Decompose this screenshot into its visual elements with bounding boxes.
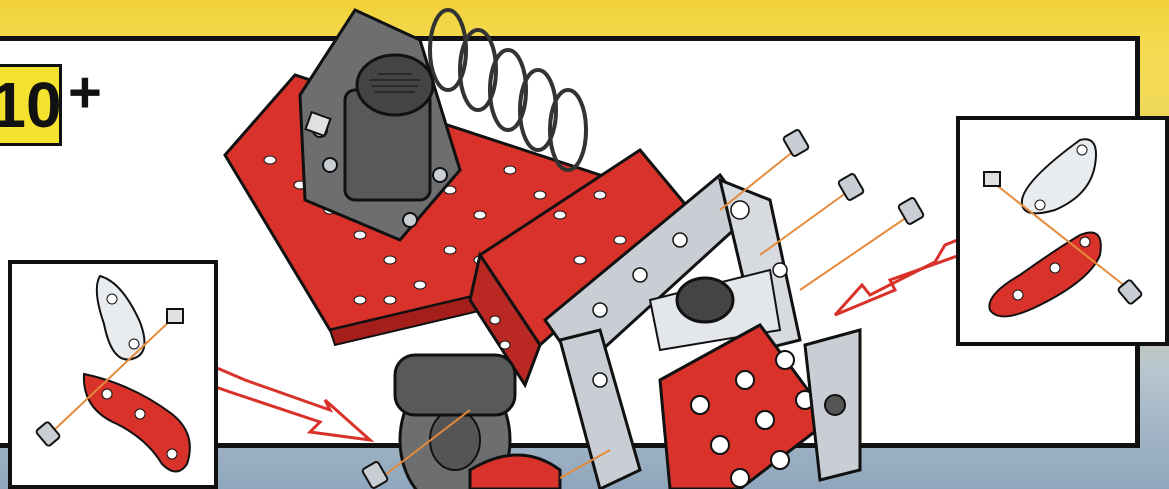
nut-icon (167, 309, 183, 323)
inset-left-diagram (12, 264, 214, 485)
detail-inset-right (956, 116, 1169, 346)
screw-icon (35, 421, 60, 447)
red-square-bracket (660, 325, 860, 489)
detail-inset-left (8, 260, 218, 489)
inset-right-diagram (960, 120, 1165, 342)
nut-icon (984, 172, 1000, 186)
